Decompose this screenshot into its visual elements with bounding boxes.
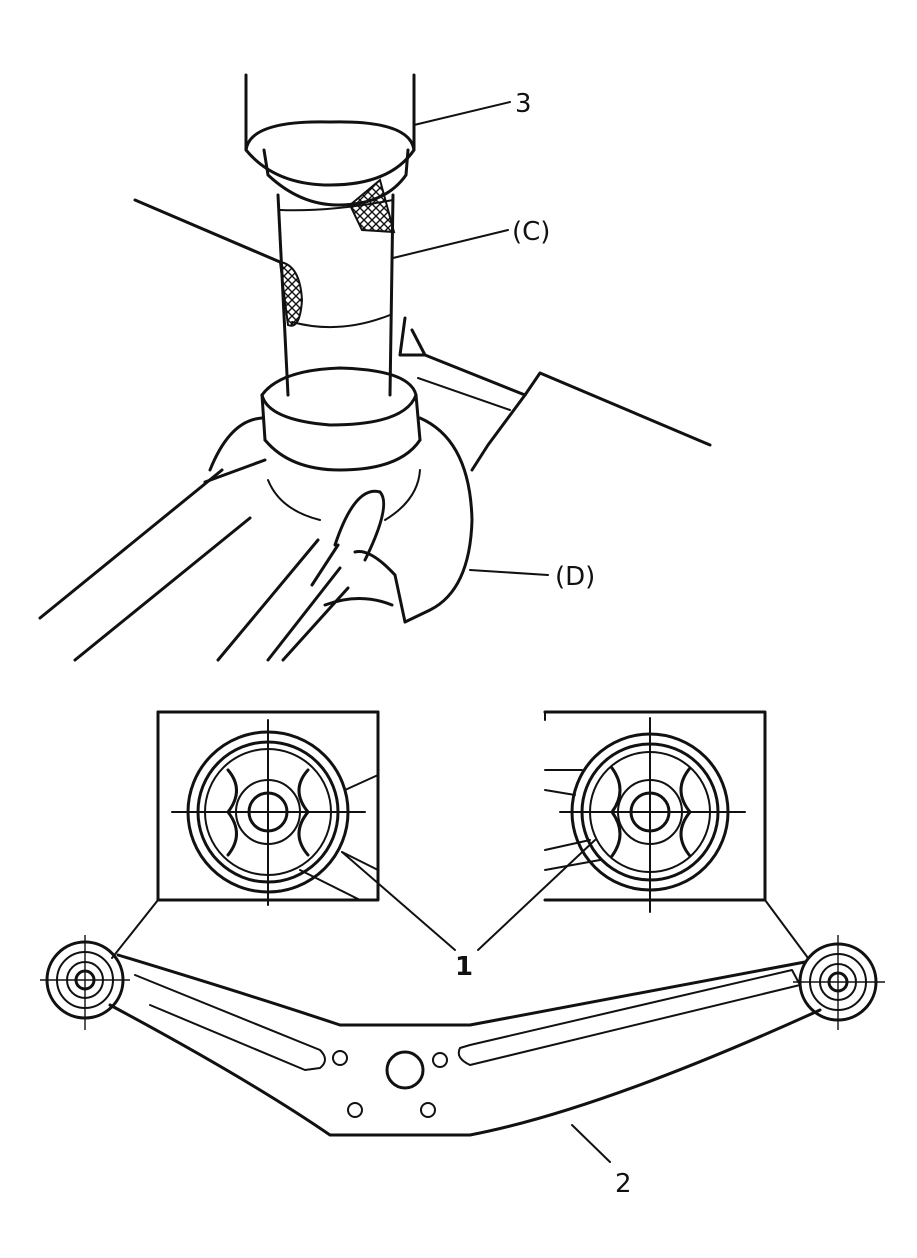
detail-box-left <box>156 710 380 906</box>
callout-d: (D) <box>555 562 595 592</box>
press-tool-illustration <box>38 73 712 662</box>
callout-2: 2 <box>615 1169 632 1199</box>
callout-3: 3 <box>515 89 532 119</box>
callout-c: (C) <box>512 217 550 247</box>
link-member <box>40 935 885 1137</box>
leader-lines-top <box>392 101 549 576</box>
detail-box-right <box>543 710 767 913</box>
leader-lines-bottom <box>111 839 809 1163</box>
callout-1: 1 <box>455 952 473 982</box>
